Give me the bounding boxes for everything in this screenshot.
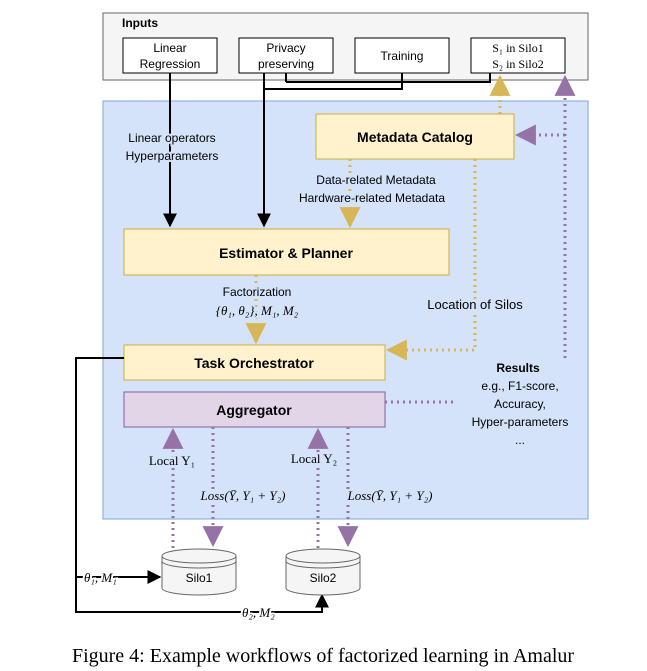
silo2-database (285, 548, 361, 596)
linear-regression-label-1: Linear (153, 41, 186, 55)
results-item-3: Hyper-parameters (472, 415, 569, 429)
privacy-preserving-label-1: Privacy (266, 41, 305, 55)
amalur-panel (102, 100, 589, 520)
metadata-catalog-label: Metadata Catalog (357, 129, 473, 145)
aggregator-label: Aggregator (216, 402, 292, 418)
inputs-title: Inputs (122, 16, 158, 30)
aggregator-box (123, 391, 386, 428)
silo1-label: Silo1 (186, 571, 213, 585)
task-orchestrator-box (123, 344, 386, 381)
results-title: Results (496, 361, 540, 375)
silo1-database (161, 548, 237, 596)
task-orchestrator-label: Task Orchestrator (194, 355, 314, 371)
local-y2-label: Local Y₂ (291, 451, 337, 466)
silo2-label: Silo2 (310, 571, 337, 585)
loss1-label: Loss(Ȳ, Y₁ + Y₂) (199, 488, 285, 503)
silo-inputs-line-2: S₂ in Silo2 (492, 57, 544, 71)
loss2-label: Loss(Ȳ, Y₁ + Y₂) (346, 488, 432, 503)
linear-regression-label-2: Regression (140, 57, 201, 71)
results-item-1: e.g., F1-score, (481, 379, 558, 393)
estimator-planner-box (123, 228, 450, 276)
hardware-metadata-label: Hardware-related Metadata (299, 191, 445, 205)
silo-inputs-box (470, 37, 566, 74)
figure-caption: Figure 4: Example workflows of factorize… (72, 645, 574, 667)
results-item-2: Accuracy, (494, 397, 546, 411)
privacy-preserving-label-2: preserving (258, 57, 314, 71)
linear-regression-box (122, 37, 218, 74)
orchestrator-to-silos-trunk (75, 357, 329, 613)
theta1-m1-label: θ₁, M₁ (84, 570, 117, 585)
factorization-math-label: {θ₁, θ₂}, M₁, M₂ (216, 303, 299, 318)
theta2-m2-label: θ₂, M₂ (242, 605, 275, 620)
training-box (354, 37, 450, 74)
training-label: Training (381, 49, 424, 63)
silo-inputs-line-1: S₁ in Silo1 (492, 41, 544, 55)
local-y1-label: Local Y₁ (149, 453, 195, 468)
linear-operators-label: Linear operators (128, 131, 215, 145)
location-of-silos-label: Location of Silos (427, 297, 523, 312)
factorization-label: Factorization (223, 285, 292, 299)
hyperparameters-label: Hyperparameters (126, 149, 219, 163)
metadata-catalog-box (315, 113, 515, 160)
results-item-4: ... (515, 433, 525, 447)
estimator-planner-label: Estimator & Planner (219, 245, 353, 261)
data-metadata-label: Data-related Metadata (316, 173, 436, 187)
privacy-preserving-box (238, 37, 334, 74)
